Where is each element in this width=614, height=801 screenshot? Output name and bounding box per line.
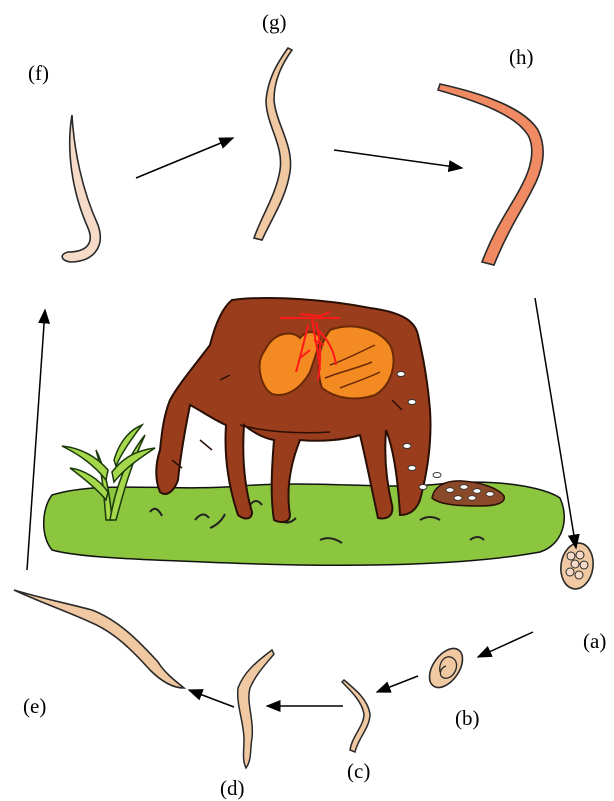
arrow-f-to-g bbox=[136, 138, 233, 178]
arrow-a-to-b bbox=[478, 632, 533, 657]
label-stage-a: (a) bbox=[583, 629, 606, 653]
arrow-e-to-f bbox=[27, 310, 45, 570]
label-stage-e: (e) bbox=[23, 694, 46, 718]
stage-e-larva bbox=[14, 590, 184, 688]
stage-g-larva bbox=[254, 48, 292, 240]
arrow-d-to-e bbox=[189, 690, 234, 707]
stage-b-embryonated-egg bbox=[423, 643, 470, 694]
stage-a-egg bbox=[558, 541, 596, 591]
arrow-g-to-h bbox=[334, 150, 462, 168]
label-stage-g: (g) bbox=[262, 10, 287, 34]
label-stage-f: (f) bbox=[28, 61, 49, 85]
horse-organs bbox=[260, 326, 394, 398]
arrow-b-to-c bbox=[377, 676, 418, 692]
label-stage-b: (b) bbox=[455, 706, 480, 730]
stage-c-larva bbox=[342, 680, 370, 752]
label-stage-d: (d) bbox=[220, 776, 245, 800]
stage-f-larva bbox=[62, 115, 100, 262]
label-stage-h: (h) bbox=[509, 45, 534, 69]
label-stage-c: (c) bbox=[347, 759, 370, 783]
stage-d-larva bbox=[238, 650, 274, 768]
stage-h-adult-worm bbox=[438, 84, 543, 265]
